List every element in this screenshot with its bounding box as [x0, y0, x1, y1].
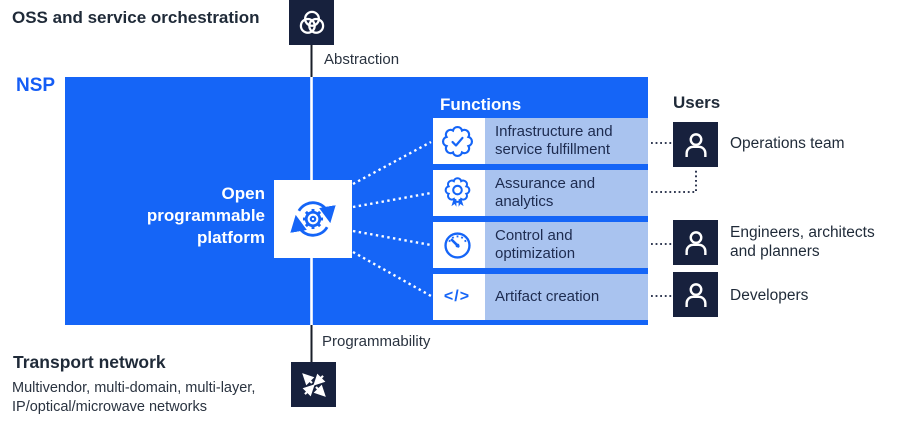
transport-icon-box: [291, 362, 336, 407]
person-icon: [684, 230, 707, 255]
code-icon: </>: [433, 274, 481, 320]
function-label: Control and optimization: [485, 222, 648, 268]
open-platform-label: Open programmable platform: [146, 184, 265, 248]
venn-circles-icon: [299, 10, 324, 34]
function-row-assurance: Assurance and analytics: [433, 170, 648, 216]
functions-heading: Functions: [440, 95, 522, 114]
function-label: Artifact creation: [485, 274, 648, 320]
seal-check-icon: [433, 118, 481, 164]
user-label-operations: Operations team: [730, 135, 845, 152]
user-icon-box-operations: [673, 122, 718, 167]
oss-orchestration-label: OSS and service orchestration: [12, 8, 260, 27]
abstraction-label: Abstraction: [324, 51, 400, 68]
person-icon: [684, 132, 707, 157]
transport-network-subtitle: Multivendor, multi-domain, multi-layer, …: [12, 380, 256, 415]
user-icon-box-developers: [673, 272, 718, 317]
function-label: Infrastructure and service fulfillment: [485, 118, 648, 164]
function-row-artifact: </> Artifact creation: [433, 274, 648, 320]
person-icon: [684, 282, 707, 307]
users-heading: Users: [673, 93, 721, 112]
user-icon-box-engineers: [673, 220, 718, 265]
award-ribbon-icon: [433, 170, 481, 216]
user-label-developers: Developers: [730, 287, 809, 304]
gauge-icon: [433, 222, 481, 268]
gear-cycle-icon: [290, 201, 336, 237]
function-row-fulfillment: Infrastructure and service fulfillment: [433, 118, 648, 164]
function-label: Assurance and analytics: [485, 170, 648, 216]
transport-network-title: Transport network: [13, 352, 166, 372]
function-row-control: Control and optimization: [433, 222, 648, 268]
programmability-label: Programmability: [322, 333, 431, 350]
code-glyph: </>: [443, 288, 471, 305]
nsp-label: NSP: [16, 75, 56, 96]
user-label-engineers: Engineers, architects and planners: [730, 224, 875, 260]
oss-icon-box: [289, 0, 334, 45]
open-platform-icon-box: [274, 180, 352, 258]
expand-arrows-icon: [301, 372, 326, 397]
